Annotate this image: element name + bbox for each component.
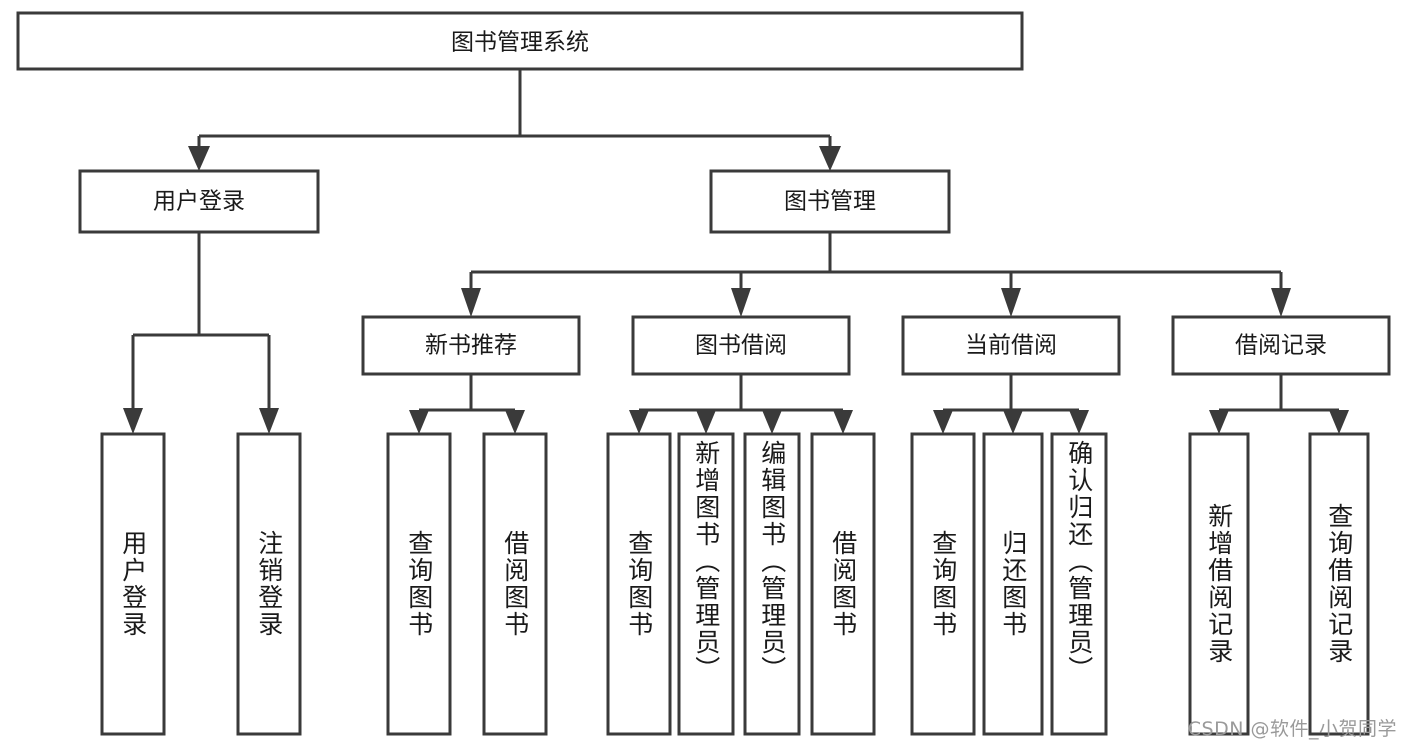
arrowhead-current-borrow <box>1001 288 1021 317</box>
node-book-management-label: 图书管理 <box>784 189 876 215</box>
node-new-book-recommend-label: 新书推荐 <box>425 333 517 359</box>
leaf-box-query-book-1[interactable] <box>386 432 452 736</box>
arrowhead-newbook-leaf-1 <box>409 410 429 434</box>
arrowhead-bookborrow-leaf-4 <box>833 410 853 434</box>
leaf-box-borrow-book-1[interactable] <box>482 432 548 736</box>
leaf-box-query-borrow-record[interactable] <box>1308 432 1370 736</box>
node-root-box[interactable] <box>16 11 1024 71</box>
leaf-box-return-book[interactable] <box>982 432 1044 736</box>
node-layer: 图书管理系统 用户登录 图书管理 新书推荐 图书借阅 当前借阅 借阅记录 <box>16 11 1391 736</box>
arrowhead-borrow-record <box>1271 288 1291 317</box>
arrowhead-borrowrecord-leaf-2 <box>1329 410 1349 434</box>
node-new-book-recommend-box[interactable] <box>361 315 581 376</box>
leaf-box-add-book-admin[interactable] <box>677 432 735 736</box>
leaf-box-logout[interactable] <box>236 432 302 736</box>
arrowhead-user-login <box>188 146 210 171</box>
node-borrow-record-box[interactable] <box>1171 315 1391 376</box>
arrowhead-book-borrow <box>731 288 751 317</box>
arrowhead-bookborrow-leaf-3 <box>762 410 782 434</box>
node-book-borrow-label: 图书借阅 <box>695 333 787 359</box>
node-current-borrow-label: 当前借阅 <box>965 333 1057 359</box>
leaf-box-edit-book-admin[interactable] <box>743 432 801 736</box>
leaf-box-query-book-2[interactable] <box>606 432 672 736</box>
leaf-box-confirm-return-admin[interactable] <box>1050 432 1108 736</box>
node-user-login-label: 用户登录 <box>153 189 245 215</box>
node-book-borrow-box[interactable] <box>631 315 851 376</box>
arrowhead-leaf-logout <box>259 408 279 434</box>
node-root-label: 图书管理系统 <box>451 30 589 56</box>
arrowhead-currentborrow-leaf-2 <box>1003 410 1023 434</box>
arrowhead-newbook-leaf-2 <box>505 410 525 434</box>
leaf-box-user-login[interactable] <box>100 432 166 736</box>
arrowhead-book-mgmt <box>819 146 841 171</box>
node-book-management-box[interactable] <box>709 169 951 234</box>
arrowhead-bookborrow-leaf-2 <box>696 410 716 434</box>
arrowhead-new-book-rec <box>461 288 481 317</box>
leaf-box-add-borrow-record[interactable] <box>1188 432 1250 736</box>
leaf-box-borrow-book-2[interactable] <box>810 432 876 736</box>
arrowhead-bookborrow-leaf-1 <box>629 410 649 434</box>
leaf-box-query-book-3[interactable] <box>910 432 976 736</box>
node-user-login-box[interactable] <box>78 169 320 234</box>
arrowhead-borrowrecord-leaf-1 <box>1209 410 1229 434</box>
edge-layer <box>123 69 1349 434</box>
arrowhead-currentborrow-leaf-1 <box>933 410 953 434</box>
watermark-text: CSDN @软件_小贺同学 <box>1187 718 1397 740</box>
node-current-borrow-box[interactable] <box>901 315 1121 376</box>
node-borrow-record-label: 借阅记录 <box>1235 333 1327 359</box>
arrowhead-leaf-user-login <box>123 408 143 434</box>
arrowhead-currentborrow-leaf-3 <box>1069 410 1089 434</box>
